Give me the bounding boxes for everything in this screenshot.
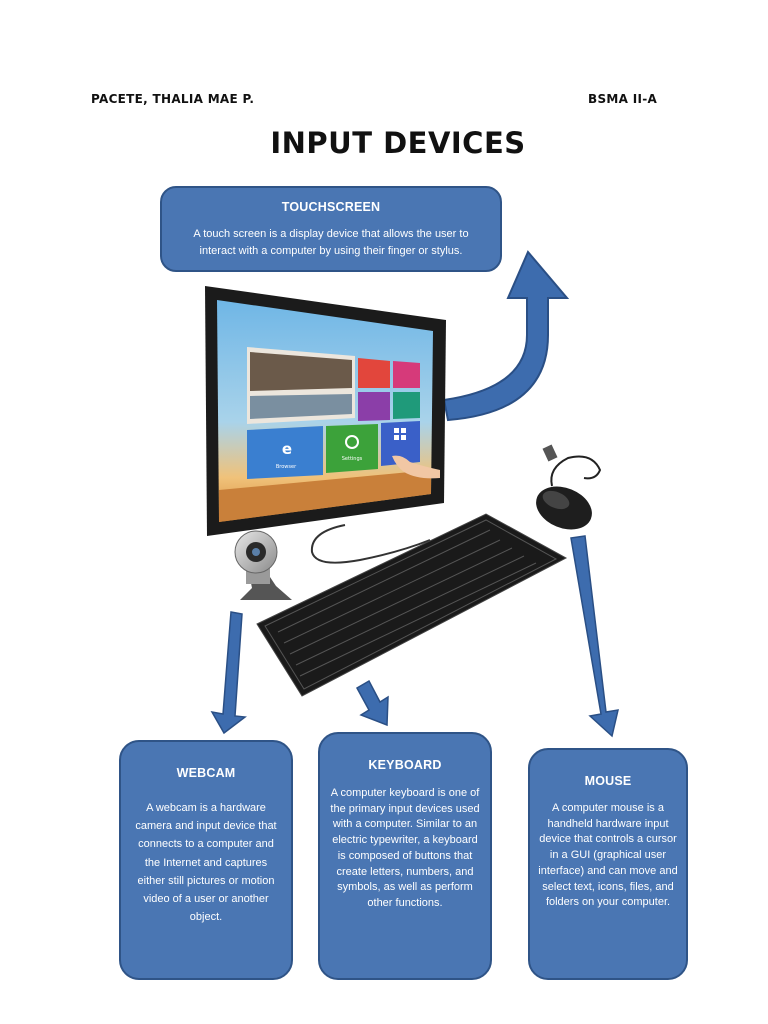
keyboard-box: KEYBOARD A computer keyboard is one of t… bbox=[318, 732, 492, 980]
page-title: INPUT DEVICES bbox=[270, 126, 526, 160]
mouse-device bbox=[536, 444, 602, 530]
webcam-box: WEBCAM A webcam is a hardware camera and… bbox=[119, 740, 293, 980]
webcam-device bbox=[234, 530, 292, 600]
touchscreen-title: TOUCHSCREEN bbox=[281, 200, 381, 214]
mouse-title: MOUSE bbox=[584, 774, 632, 788]
curved-arrow-icon bbox=[442, 250, 570, 422]
arrow-down-icon bbox=[355, 679, 389, 727]
webcam-title: WEBCAM bbox=[176, 766, 236, 780]
gear-icon bbox=[345, 435, 359, 449]
arrow-down-icon bbox=[210, 611, 247, 735]
keyboard-title: KEYBOARD bbox=[368, 758, 442, 772]
browser-icon: e bbox=[282, 440, 292, 458]
keyboard-cable bbox=[310, 524, 431, 564]
touchscreen-box: TOUCHSCREEN A touch screen is a display … bbox=[160, 186, 502, 272]
hand-icon bbox=[392, 455, 440, 479]
course-section: BSMA II-A bbox=[588, 92, 658, 106]
settings-tile-label: Settings bbox=[342, 456, 363, 462]
webcam-text: A webcam is a hardware camera and input … bbox=[135, 802, 277, 924]
keyboard-device bbox=[256, 513, 568, 697]
arrow-down-icon bbox=[570, 535, 619, 738]
author-name: PACETE, THALIA MAE P. bbox=[91, 92, 255, 106]
touchscreen-monitor: e Browser Settings bbox=[205, 286, 446, 536]
touchscreen-text: A touch screen is a display device that … bbox=[193, 228, 469, 257]
browser-tile bbox=[247, 426, 323, 479]
browser-tile-label: Browser bbox=[276, 464, 297, 470]
mouse-text: A computer mouse is a handheld hardware … bbox=[538, 802, 678, 909]
keyboard-text: A computer keyboard is one of the primar… bbox=[330, 787, 480, 909]
mouse-box: MOUSE A computer mouse is a handheld har… bbox=[528, 748, 688, 980]
